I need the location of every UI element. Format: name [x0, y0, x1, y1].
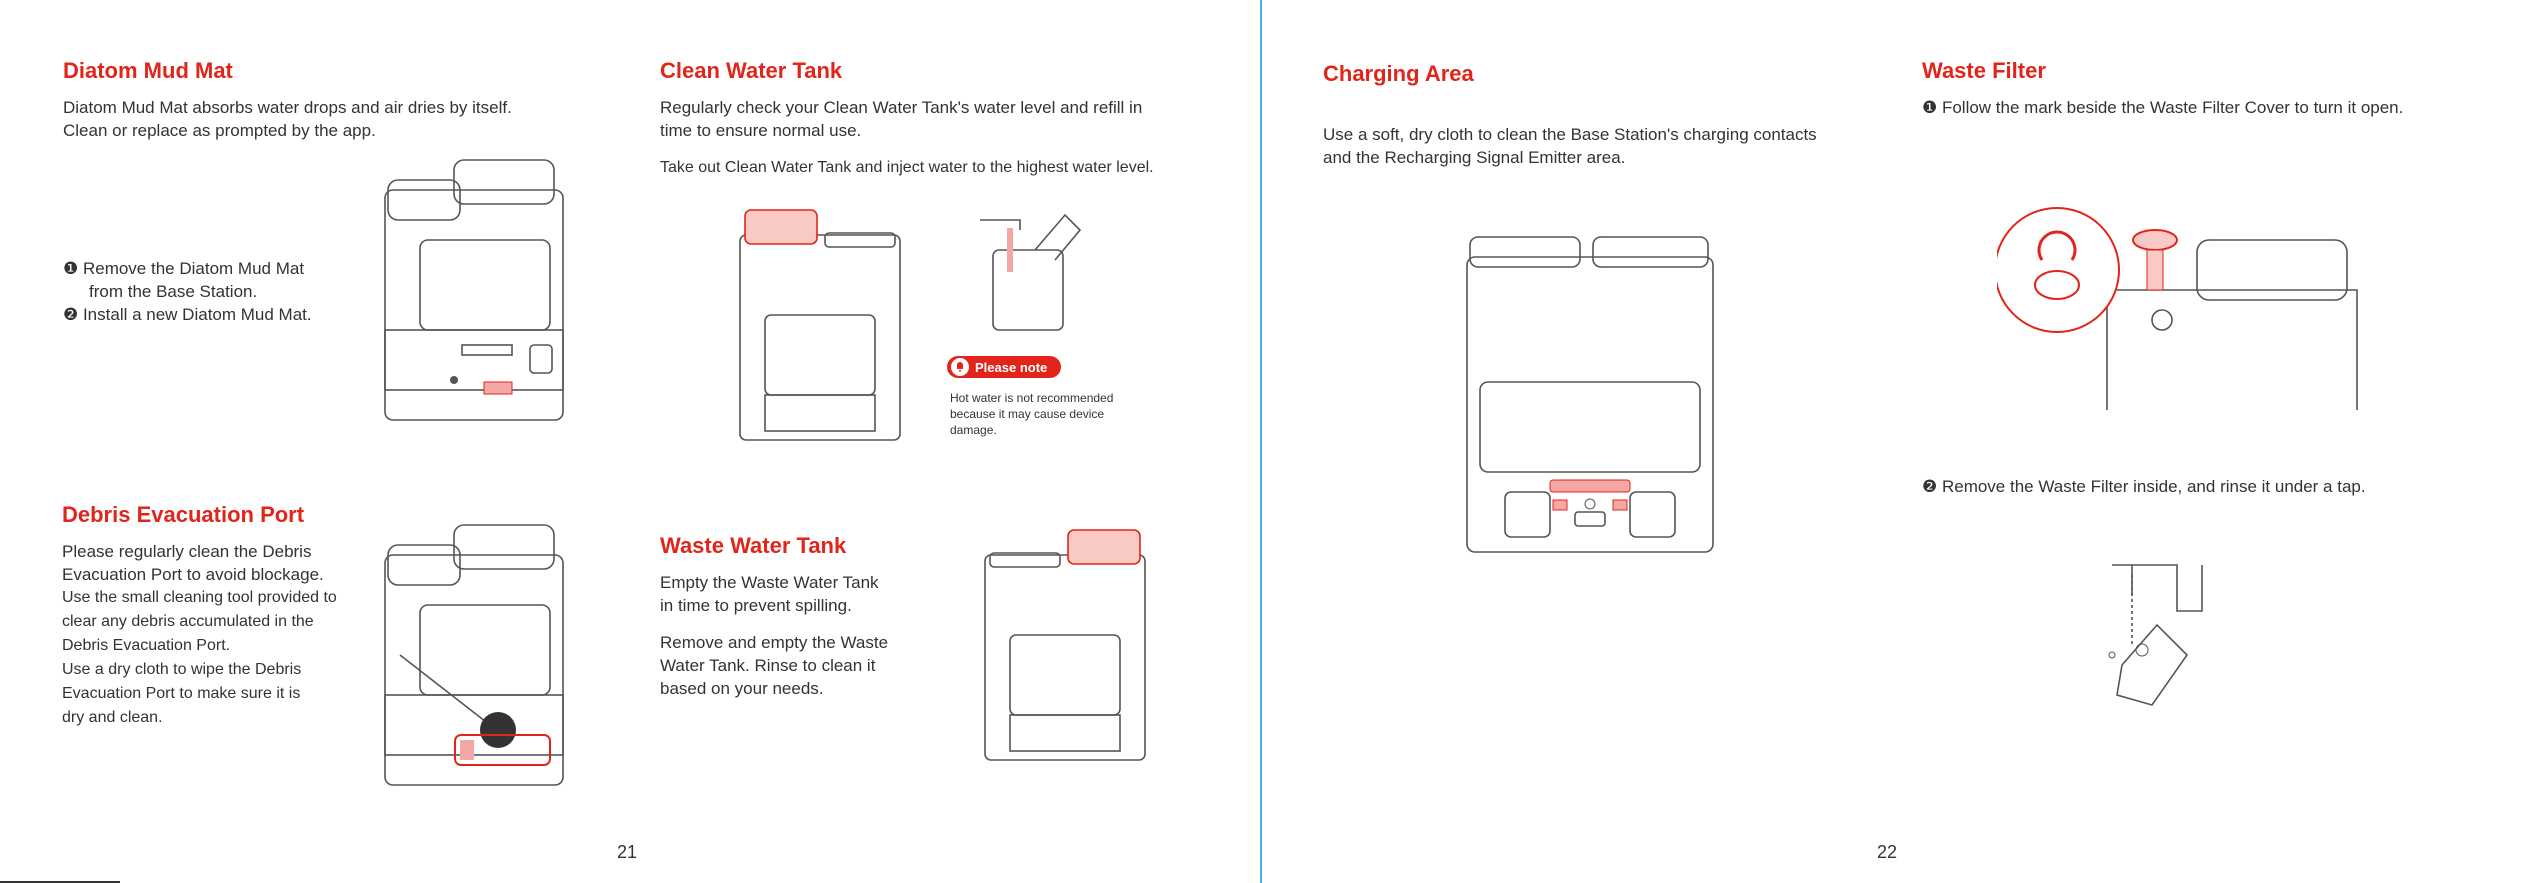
waste-filter-step-2: ❷ Remove the Waste Filter inside, and ri…	[1922, 477, 2366, 496]
note-line-2: because it may cause device	[950, 407, 1105, 421]
waste-tank-line-1: Empty the Waste Water Tank	[660, 573, 879, 592]
clean-tank-removed-illustration	[739, 209, 901, 441]
waste-tank-line-5: based on your needs.	[660, 679, 824, 698]
debris-line-5: Debris Evacuation Port.	[62, 637, 231, 654]
diatom-section: Diatom Mud Mat Diatom Mud Mat absorbs wa…	[63, 58, 583, 142]
rinse-filter-illustration	[2108, 564, 2203, 706]
base-station-diatom-illustration	[384, 159, 564, 421]
debris-line-1: Please regularly clean the Debris	[62, 542, 312, 561]
diatom-title: Diatom Mud Mat	[63, 58, 233, 83]
waste-tank-title: Waste Water Tank	[660, 533, 847, 558]
bottom-rule	[0, 881, 120, 883]
clean-tank-line-1: Regularly check your Clean Water Tank's …	[660, 98, 1143, 117]
page-divider	[1260, 0, 1262, 883]
waste-filter-step-1: ❶ Follow the mark beside the Waste Filte…	[1922, 98, 2404, 117]
base-station-debris-illustration	[384, 524, 564, 786]
left-page: Diatom Mud Mat Diatom Mud Mat absorbs wa…	[0, 0, 1260, 883]
clean-tank-line-2: time to ensure normal use.	[660, 121, 862, 140]
clean-tank-instruction: Take out Clean Water Tank and inject wat…	[660, 159, 1154, 176]
waste-filter-title: Waste Filter	[1922, 58, 2046, 83]
debris-section: Debris Evacuation Port Please regularly …	[62, 502, 382, 730]
waste-filter-cover-illustration	[1997, 207, 2358, 410]
page-number-right: 22	[1877, 842, 1898, 862]
clean-tank-section: Clean Water Tank Regularly check your Cl…	[660, 58, 1220, 179]
charging-title: Charging Area	[1323, 61, 1474, 86]
debris-line-6: Use a dry cloth to wipe the Debris	[62, 661, 302, 678]
diatom-intro-2: Clean or replace as prompted by the app.	[63, 121, 376, 140]
water-filling-illustration	[980, 213, 1082, 331]
clean-tank-title: Clean Water Tank	[660, 58, 843, 83]
please-note-text: Hot water is not recommended because it …	[950, 390, 1150, 438]
diatom-step-1b: from the Base Station.	[89, 282, 258, 301]
diatom-step-2: ❷ Install a new Diatom Mud Mat.	[63, 305, 312, 324]
debris-line-4: clear any debris accumulated in the	[62, 613, 314, 630]
debris-line-3: Use the small cleaning tool provided to	[62, 589, 337, 606]
waste-tank-line-2: in time to prevent spilling.	[660, 596, 852, 615]
charging-section: Charging Area Use a soft, dry cloth to c…	[1323, 61, 1883, 169]
waste-filter-section: Waste Filter ❶ Follow the mark beside th…	[1922, 58, 2482, 119]
waste-filter-step-2-block: ❷ Remove the Waste Filter inside, and ri…	[1922, 475, 2482, 498]
diatom-intro-1: Diatom Mud Mat absorbs water drops and a…	[63, 98, 512, 117]
bell-icon	[951, 358, 969, 376]
debris-line-8: dry and clean.	[62, 709, 163, 726]
note-line-3: damage.	[950, 423, 997, 437]
right-page: Charging Area Use a soft, dry cloth to c…	[1262, 0, 2521, 883]
charging-line-1: Use a soft, dry cloth to clean the Base …	[1323, 125, 1817, 144]
debris-line-2: Evacuation Port to avoid blockage.	[62, 565, 324, 584]
waste-tank-line-3: Remove and empty the Waste	[660, 633, 889, 652]
debris-line-7: Evacuation Port to make sure it is	[62, 685, 301, 702]
please-note-badge: Please note	[947, 356, 1062, 378]
note-line-1: Hot water is not recommended	[950, 391, 1114, 405]
diatom-step-1: ❶ Remove the Diatom Mud Mat	[63, 259, 305, 278]
charging-line-2: and the Recharging Signal Emitter area.	[1323, 148, 1626, 167]
waste-tank-removed-illustration	[984, 529, 1146, 761]
diatom-steps: ❶ Remove the Diatom Mud Mat from the Bas…	[63, 257, 363, 326]
waste-tank-line-4: Water Tank. Rinse to clean it	[660, 656, 876, 675]
waste-tank-section: Waste Water Tank Empty the Waste Water T…	[660, 533, 960, 700]
page-number: 21	[617, 842, 638, 862]
please-note-label: Please note	[975, 359, 1048, 375]
base-station-charging-illustration	[1466, 236, 1714, 553]
debris-title: Debris Evacuation Port	[62, 502, 305, 527]
